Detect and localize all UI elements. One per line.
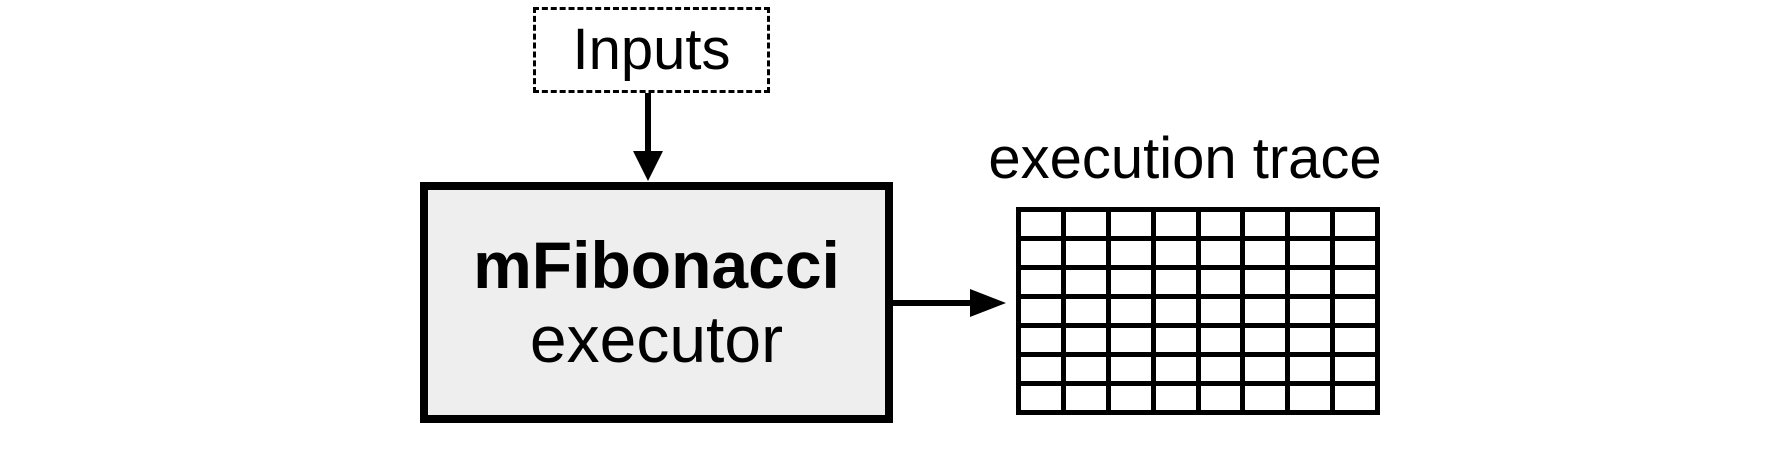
trace-cell [1155, 299, 1196, 323]
trace-cell [1335, 212, 1375, 236]
right-arrow-icon [970, 289, 1006, 317]
trace-cell [1065, 299, 1106, 323]
trace-grid [1016, 207, 1380, 415]
trace-cell [1155, 270, 1196, 294]
trace-cell [1290, 299, 1331, 323]
trace-cell [1290, 212, 1331, 236]
trace-cell [1155, 357, 1196, 381]
trace-cell [1110, 328, 1151, 352]
trace-cell [1065, 270, 1106, 294]
trace-cell [1110, 357, 1151, 381]
trace-cell [1110, 241, 1151, 265]
executor-box: mFibonacci executor [420, 182, 893, 423]
trace-cell [1065, 357, 1106, 381]
trace-cell [1021, 386, 1061, 410]
trace-cell [1245, 270, 1286, 294]
trace-cell [1245, 357, 1286, 381]
down-arrow-icon [633, 151, 663, 181]
trace-cell [1245, 299, 1286, 323]
trace-cell [1021, 212, 1061, 236]
trace-cell [1021, 241, 1061, 265]
trace-cell [1110, 212, 1151, 236]
trace-cell [1065, 241, 1106, 265]
inputs-box: Inputs [533, 7, 770, 93]
trace-cell [1110, 270, 1151, 294]
trace-cell [1335, 386, 1375, 410]
trace-cell [1021, 357, 1061, 381]
trace-cell [1335, 270, 1375, 294]
executor-name: mFibonacci [473, 227, 840, 302]
trace-cell [1245, 328, 1286, 352]
trace-cell [1155, 212, 1196, 236]
trace-cell [1200, 299, 1241, 323]
trace-cell [1065, 212, 1106, 236]
trace-cell [1021, 270, 1061, 294]
inputs-label: Inputs [572, 17, 731, 82]
trace-cell [1335, 328, 1375, 352]
trace-label: execution trace [988, 126, 1382, 191]
trace-cell [1290, 328, 1331, 352]
trace-cell [1155, 241, 1196, 265]
trace-cell [1290, 270, 1331, 294]
trace-cell [1335, 241, 1375, 265]
trace-cell [1290, 357, 1331, 381]
trace-cell [1065, 386, 1106, 410]
trace-cell [1200, 357, 1241, 381]
right-arrow-stem [893, 300, 971, 306]
trace-cell [1110, 386, 1151, 410]
executor-role: executor [529, 301, 784, 376]
trace-cell [1335, 357, 1375, 381]
down-arrow-stem [645, 93, 651, 153]
trace-cell [1065, 328, 1106, 352]
trace-cell [1155, 328, 1196, 352]
trace-cell [1200, 386, 1241, 410]
trace-cell [1245, 241, 1286, 265]
trace-cell [1155, 386, 1196, 410]
trace-cell [1200, 212, 1241, 236]
trace-cell [1335, 299, 1375, 323]
trace-cell [1200, 328, 1241, 352]
trace-cell [1021, 328, 1061, 352]
trace-cell [1290, 386, 1331, 410]
trace-cell [1200, 270, 1241, 294]
trace-cell [1200, 241, 1241, 265]
trace-cell [1110, 299, 1151, 323]
trace-cell [1021, 299, 1061, 323]
trace-cell [1245, 386, 1286, 410]
trace-cell [1245, 212, 1286, 236]
trace-cell [1290, 241, 1331, 265]
